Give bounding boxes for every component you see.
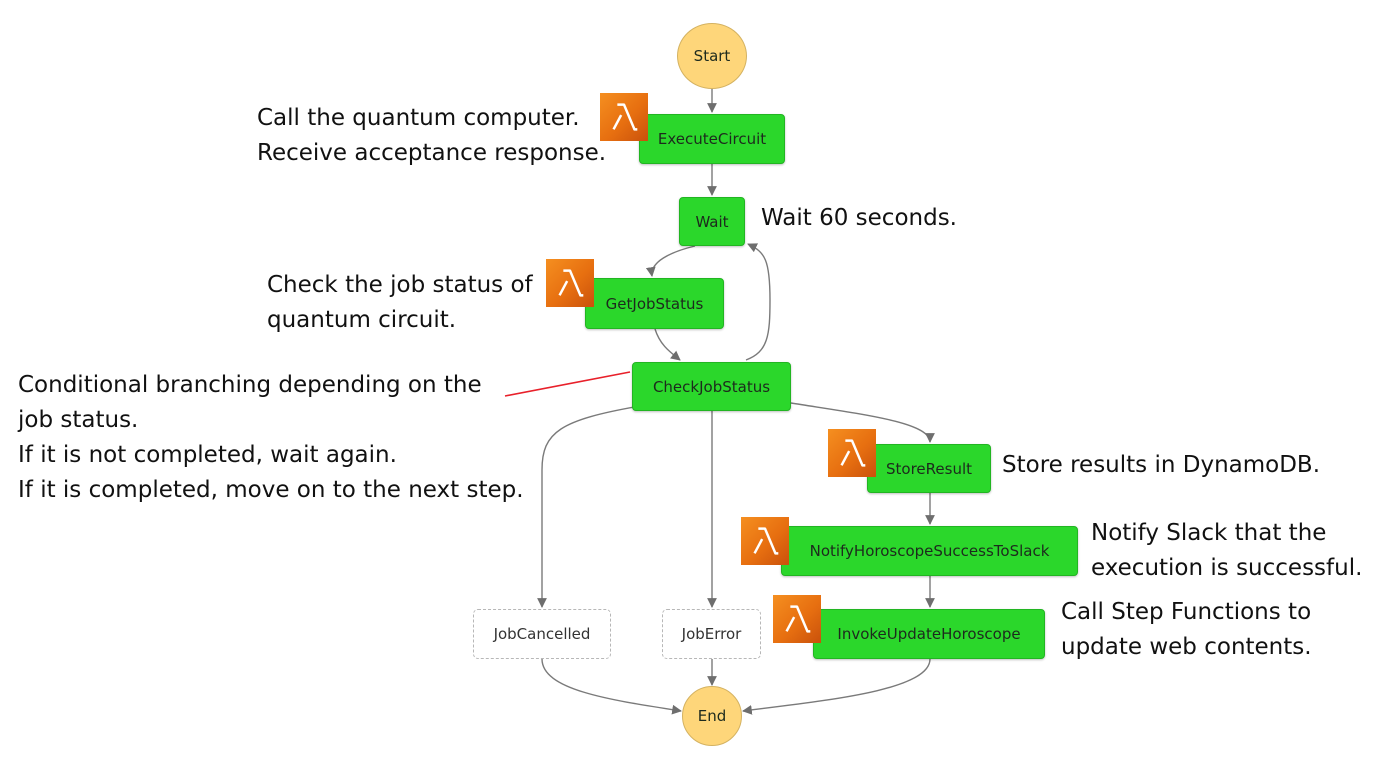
wait-state[interactable]: Wait	[679, 197, 745, 246]
notify-success-label: NotifyHoroscopeSuccessToSlack	[809, 542, 1050, 560]
check-status-annotation-line: If it is not completed, wait again.	[18, 442, 397, 468]
edge-checkjobstatus-to-jobcancelled	[537, 405, 641, 608]
job-cancelled-label: JobCancelled	[493, 625, 591, 643]
edge-getjobstatus-to-checkjobstatus	[654, 328, 681, 361]
lambda-icon	[600, 93, 648, 141]
execute-annotation: Call the quantum computer. Receive accep…	[257, 101, 606, 171]
wait-annotation-line: Wait 60 seconds.	[761, 205, 957, 231]
lambda-glyph-icon	[558, 269, 584, 297]
notify-annotation: Notify Slack that the execution is succe…	[1091, 516, 1362, 586]
job-error-label: JobError	[681, 625, 742, 643]
get-status-annotation: Check the job status of quantum circuit.	[267, 268, 533, 338]
execute-circuit-label: ExecuteCircuit	[657, 130, 767, 148]
execute-circuit-state[interactable]: ExecuteCircuit	[639, 114, 785, 164]
lambda-icon	[741, 517, 789, 565]
invoke-annotation-line: Call Step Functions to	[1061, 599, 1312, 625]
wait-label: Wait	[695, 212, 729, 231]
get-status-annotation-line: quantum circuit.	[267, 307, 457, 333]
edge-checkjobstatus-to-wait	[745, 243, 771, 361]
store-result-label: StoreResult	[886, 459, 972, 478]
notify-annotation-line: execution is successful.	[1091, 555, 1363, 581]
start-state[interactable]: Start	[677, 23, 747, 89]
wait-annotation: Wait 60 seconds.	[761, 201, 957, 236]
callout-line	[504, 371, 631, 397]
notify-annotation-line: Notify Slack that the	[1091, 520, 1327, 546]
edge-invoke-to-end	[742, 658, 931, 715]
get-status-annotation-line: Check the job status of	[267, 272, 533, 298]
edge-checkjobstatus-to-storeresult	[790, 402, 935, 443]
end-state[interactable]: End	[682, 686, 742, 746]
edge-jobcancelled-to-end	[541, 658, 682, 715]
end-label: End	[697, 707, 727, 725]
invoke-update-state[interactable]: InvokeUpdateHoroscope	[813, 609, 1045, 659]
lambda-glyph-icon	[612, 103, 638, 131]
start-label: Start	[693, 47, 731, 65]
job-error-state[interactable]: JobError	[662, 609, 761, 659]
lambda-icon	[773, 595, 821, 643]
check-job-status-label: CheckJobStatus	[652, 377, 771, 396]
check-status-annotation-line: Conditional branching depending on the	[18, 372, 482, 398]
get-job-status-state[interactable]: GetJobStatus	[585, 278, 724, 329]
store-annotation: Store results in DynamoDB.	[1002, 448, 1320, 483]
lambda-glyph-icon	[785, 605, 811, 633]
invoke-annotation: Call Step Functions to update web conten…	[1061, 595, 1312, 665]
lambda-glyph-icon	[840, 439, 866, 467]
check-job-status-state[interactable]: CheckJobStatus	[632, 362, 791, 411]
edge-wait-to-getjobstatus	[645, 245, 696, 277]
execute-annotation-line: Call the quantum computer.	[257, 105, 580, 131]
check-status-annotation-line: job status.	[18, 407, 139, 433]
notify-success-state[interactable]: NotifyHoroscopeSuccessToSlack	[781, 526, 1078, 576]
job-cancelled-state[interactable]: JobCancelled	[473, 609, 611, 659]
get-job-status-label: GetJobStatus	[605, 294, 704, 313]
store-annotation-line: Store results in DynamoDB.	[1002, 452, 1321, 478]
check-status-annotation-line: If it is completed, move on to the next …	[18, 477, 524, 503]
lambda-icon	[546, 259, 594, 307]
invoke-annotation-line: update web contents.	[1061, 634, 1312, 660]
lambda-icon	[828, 429, 876, 477]
store-result-state[interactable]: StoreResult	[867, 444, 991, 493]
execute-annotation-line: Receive acceptance response.	[257, 140, 607, 166]
invoke-update-label: InvokeUpdateHoroscope	[837, 625, 1021, 643]
lambda-glyph-icon	[753, 527, 779, 555]
check-status-annotation: Conditional branching depending on the j…	[18, 368, 524, 508]
